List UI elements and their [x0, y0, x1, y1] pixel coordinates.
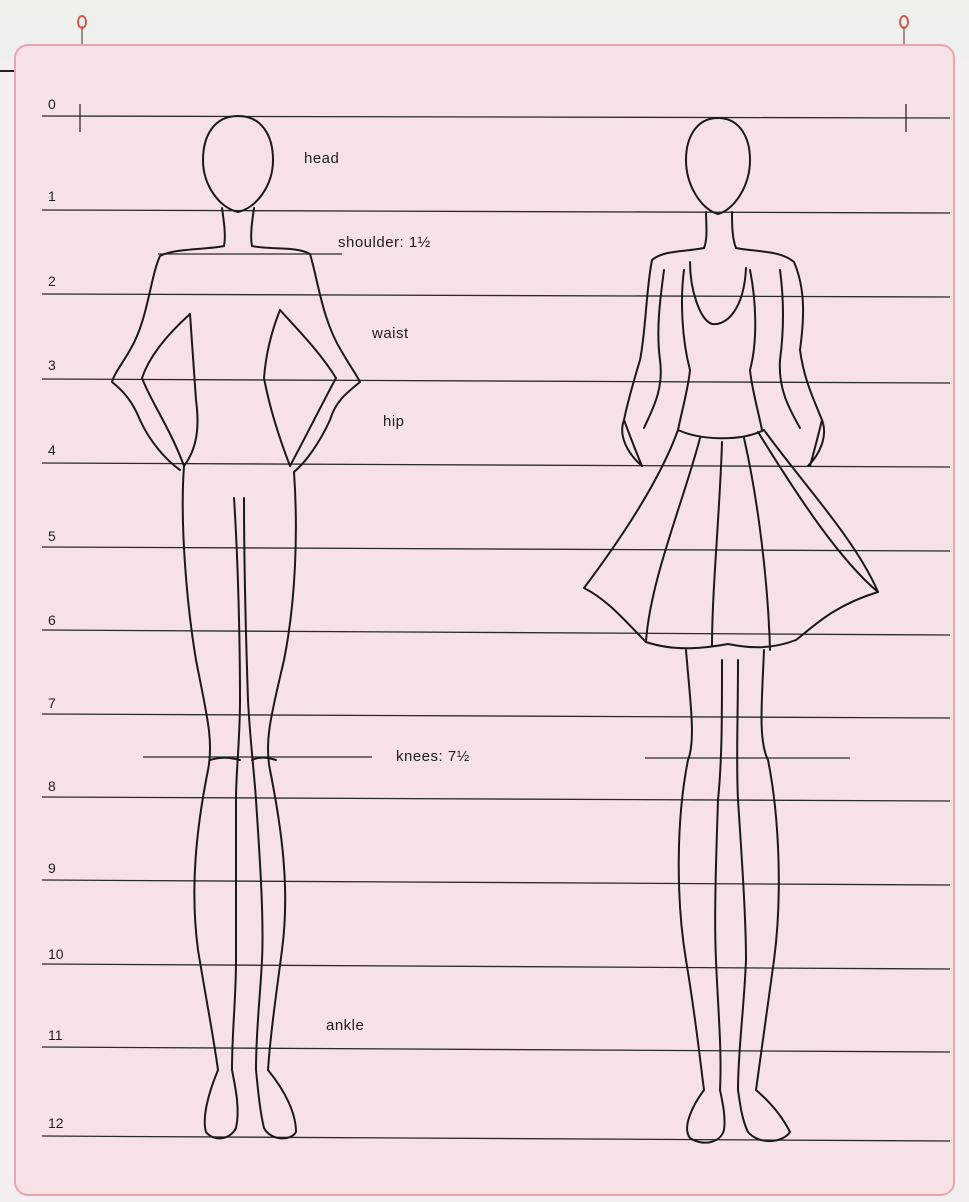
label-waist: waist: [372, 325, 409, 342]
label-shoulder: shoulder: 1½: [338, 234, 431, 251]
scale-number-11: 11: [48, 1027, 63, 1043]
guide-line-8: [42, 797, 950, 801]
scale-number-6: 6: [48, 612, 56, 628]
guide-lines: [42, 104, 950, 1141]
guide-line-7: [42, 714, 950, 718]
pin-icon: [900, 16, 908, 44]
scale-number-9: 9: [48, 860, 56, 876]
label-ankle: ankle: [326, 1017, 364, 1034]
guide-line-10: [42, 964, 950, 969]
scale-number-7: 7: [48, 695, 56, 711]
left-head: [203, 116, 273, 212]
scale-number-0: 0: [48, 96, 56, 112]
scale-number-1: 1: [48, 188, 56, 204]
guide-line-1: [42, 210, 950, 213]
right-figure: [584, 118, 878, 1143]
guide-line-0: [42, 116, 950, 118]
label-head: head: [304, 150, 339, 167]
pin-icon: [78, 16, 86, 44]
guide-line-2: [42, 294, 950, 297]
scale-number-10: 10: [48, 946, 64, 962]
scale-number-4: 4: [48, 442, 56, 458]
scale-number-3: 3: [48, 357, 56, 373]
guide-line-4: [42, 463, 950, 467]
guide-line-9: [42, 880, 950, 885]
scale-number-2: 2: [48, 273, 56, 289]
guide-line-12: [42, 1136, 950, 1141]
scale-number-8: 8: [48, 778, 56, 794]
left-croquis: [112, 116, 360, 1138]
guide-line-6: [42, 630, 950, 635]
guide-line-5: [42, 547, 950, 551]
label-hip: hip: [383, 413, 405, 430]
right-head: [686, 118, 750, 214]
guide-line-11: [42, 1047, 950, 1052]
label-knees: knees: 7½: [396, 748, 470, 765]
scale-number-12: 12: [48, 1115, 64, 1131]
scale-number-5: 5: [48, 528, 56, 544]
guide-line-3: [42, 379, 950, 383]
